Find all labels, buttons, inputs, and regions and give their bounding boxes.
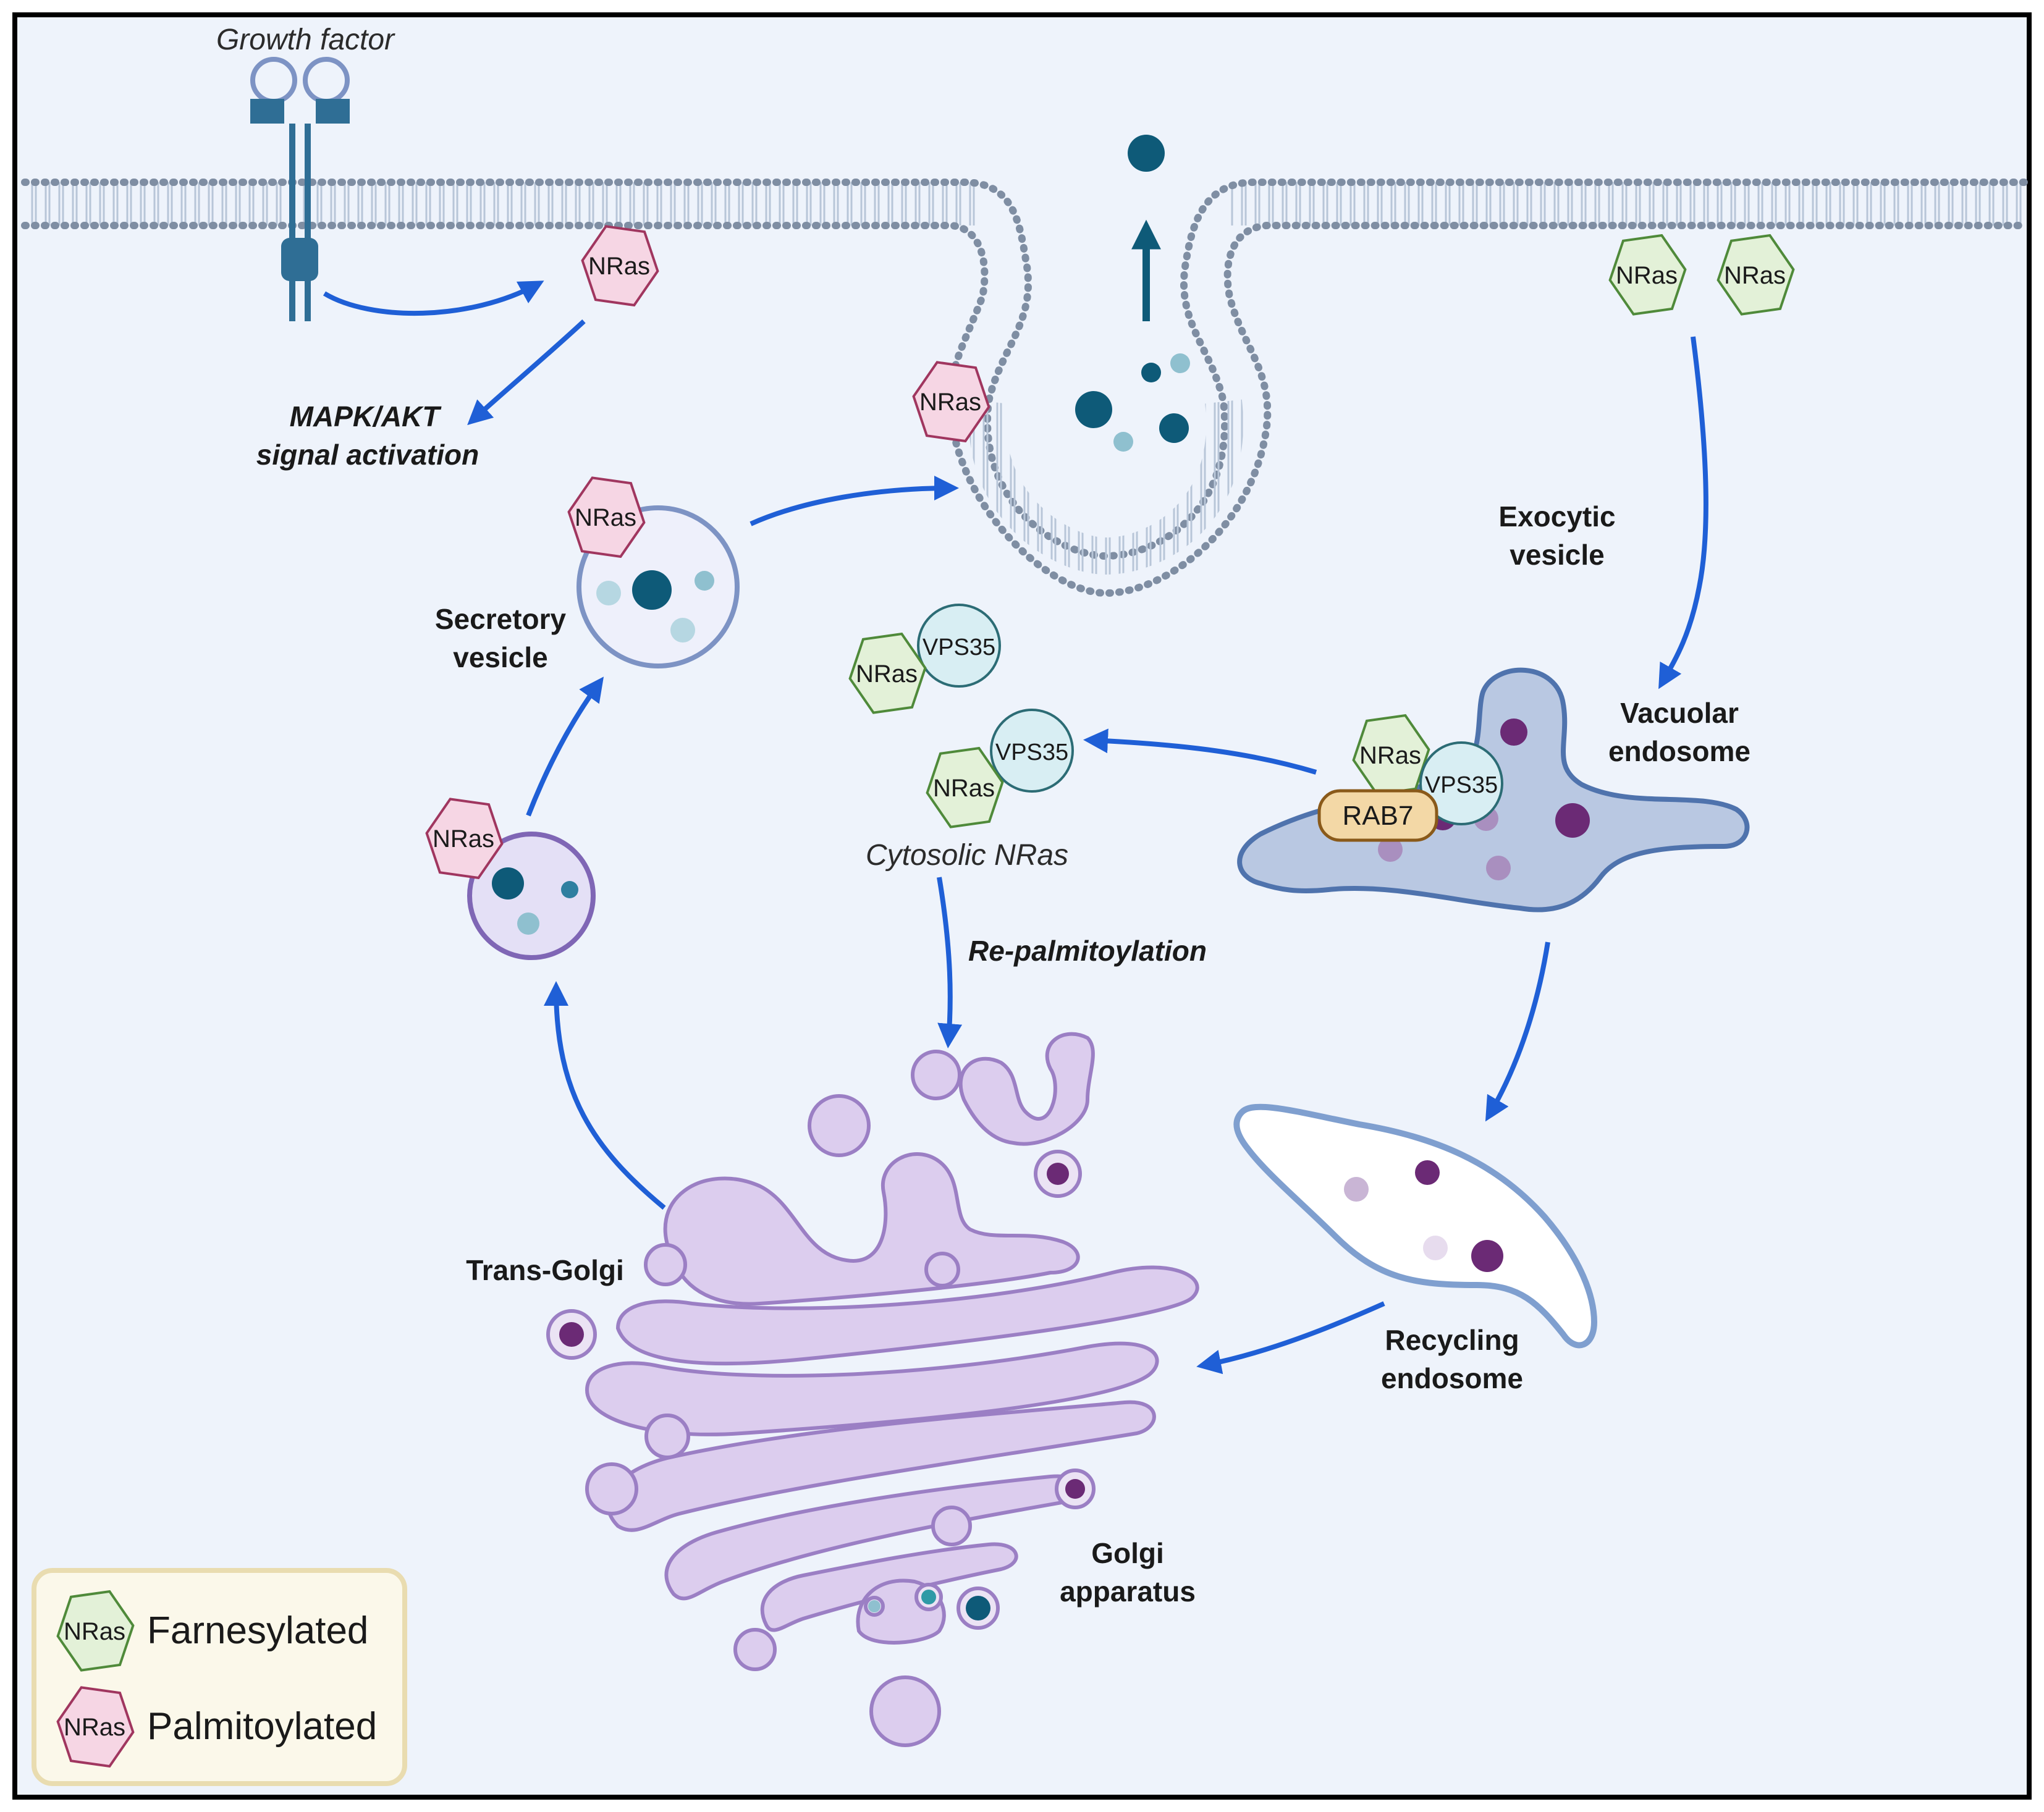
nras-palmitoylated-invagination: NRas <box>912 361 990 443</box>
vps35-complex-2: VPS35 NRas <box>926 709 1074 828</box>
growth-factor-label: Growth factor <box>216 23 395 56</box>
nras-palmitoylated-membrane: NRas <box>581 225 659 307</box>
vacuolar-label-line2: endosome <box>1608 735 1750 767</box>
recycling-endosome <box>1233 1103 1598 1349</box>
arrow-vacuolar-to-vps35 <box>1083 728 1317 775</box>
svg-text:NRas: NRas <box>433 825 494 853</box>
arrow-secretory-to-membrane <box>750 476 959 526</box>
svg-text:RAB7: RAB7 <box>1343 801 1414 831</box>
repalmitoylation-label: Re-palmitoylation <box>968 935 1207 967</box>
secretory-label-line2: vesicle <box>453 641 547 673</box>
svg-text:NRas: NRas <box>588 253 650 280</box>
legend-farnesylated-label: Farnesylated <box>147 1609 368 1652</box>
diagram-frame <box>12 12 2032 1800</box>
mapk-label-line2: signal activation <box>256 439 479 471</box>
exocytic-label-line1: Exocytic <box>1498 500 1615 533</box>
svg-text:NRas: NRas <box>933 775 995 802</box>
svg-text:VPS35: VPS35 <box>923 634 995 660</box>
svg-text:VPS35: VPS35 <box>1425 772 1498 798</box>
secretory-label-line1: Secretory <box>435 603 567 635</box>
vps35-complex-1: VPS35 NRas <box>848 604 1001 714</box>
golgi-label-line2: apparatus <box>1060 1575 1196 1608</box>
arrow-receptor-to-nras <box>323 280 544 316</box>
flow-arrows <box>323 280 1708 1375</box>
svg-text:NRas: NRas <box>919 389 981 416</box>
nras-palmitoylated-tgvesicle: NRas <box>425 798 504 880</box>
plasma-membrane <box>21 179 2030 597</box>
rab7-vps35-complex: NRas VPS35 RAB7 <box>1317 714 1503 842</box>
nras-farnesylated-membrane-1: NRas <box>1608 234 1687 316</box>
vacuolar-label-line1: Vacuolar <box>1620 697 1739 729</box>
arrow-vacuolar-to-recycling <box>1485 942 1550 1122</box>
recycling-label-line1: Recycling <box>1385 1324 1519 1356</box>
svg-text:NRas: NRas <box>1359 742 1421 769</box>
nras-farnesylated-membrane-2: NRas <box>1717 234 1795 316</box>
arrow-tgvesicle-to-secretory <box>526 676 604 817</box>
arrow-nras-to-mapk <box>467 319 586 426</box>
arrow-cytosolic-to-golgi <box>937 877 963 1048</box>
mapk-label-line1: MAPK/AKT <box>290 400 442 432</box>
svg-text:NRas: NRas <box>1724 262 1786 289</box>
recycling-label-line2: endosome <box>1381 1362 1523 1394</box>
arrow-recycling-to-golgi <box>1196 1301 1385 1375</box>
legend-palmitoylated-icon: NRas <box>56 1686 135 1768</box>
svg-text:NRas: NRas <box>64 1618 125 1645</box>
exocytic-label-line2: vesicle <box>1510 539 1604 571</box>
cytosolic-nras-label: Cytosolic NRas <box>866 839 1068 872</box>
nras-palmitoylated-secretory: NRas <box>567 476 646 558</box>
svg-text:NRas: NRas <box>64 1714 125 1741</box>
legend: NRas Farnesylated NRas Palmitoylated <box>32 1568 407 1786</box>
svg-text:VPS35: VPS35 <box>995 740 1068 765</box>
exocytosed-cargo <box>1075 135 1190 452</box>
trans-golgi-vesicle <box>467 832 596 960</box>
svg-text:NRas: NRas <box>575 504 636 531</box>
growth-factor-receptor <box>250 57 350 321</box>
arrow-golgi-to-tgvesicle <box>544 981 666 1210</box>
arrow-exocytic-to-vacuolar <box>1658 336 1708 689</box>
trans-golgi-label: Trans-Golgi <box>466 1254 624 1286</box>
legend-farnesylated-icon: NRas <box>56 1590 135 1672</box>
svg-text:NRas: NRas <box>1616 262 1678 289</box>
svg-text:NRas: NRas <box>856 660 918 688</box>
golgi-label-line1: Golgi <box>1091 1537 1164 1569</box>
golgi-cargo <box>559 1163 1085 1620</box>
legend-palmitoylated-label: Palmitoylated <box>147 1705 377 1748</box>
